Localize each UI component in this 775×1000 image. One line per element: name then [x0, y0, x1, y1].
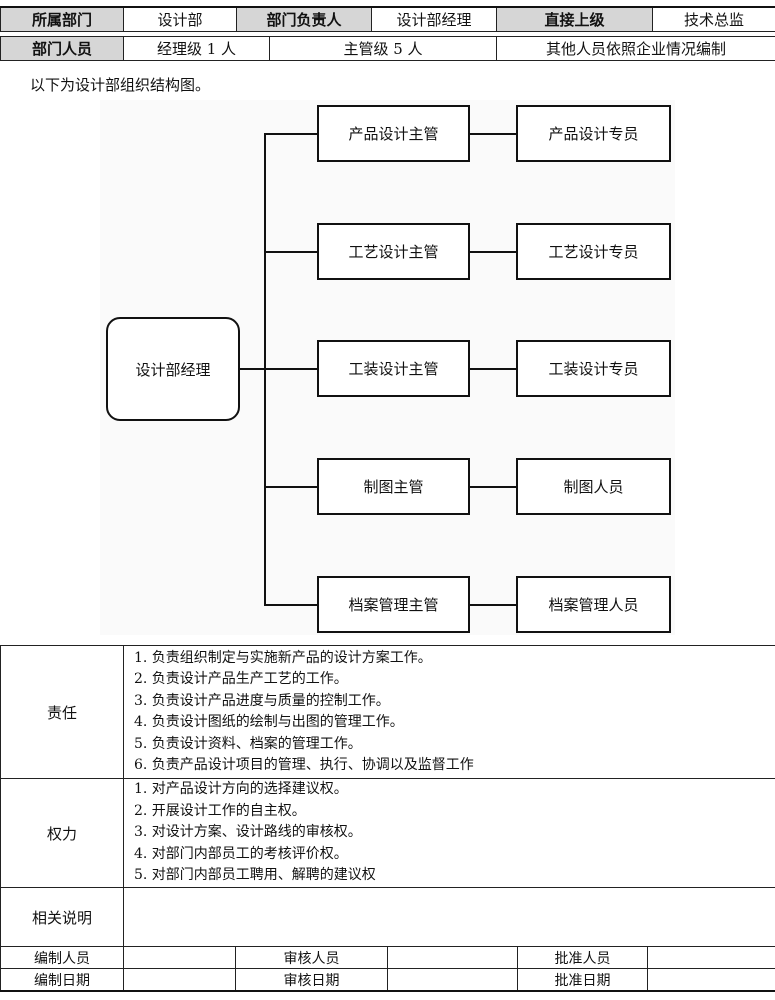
reviewed-by-label: 审核人员	[235, 946, 388, 969]
link-line	[470, 133, 517, 135]
notes-row: 相关说明	[0, 887, 775, 947]
link-line	[470, 486, 517, 488]
authority-label: 权力	[0, 778, 124, 888]
responsibility-item: 5. 负责设计资料、档案的管理工作。	[134, 735, 362, 752]
responsibility-list: 1. 负责组织制定与实施新产品的设计方案工作。 2. 负责设计产品生产工艺的工作…	[122, 645, 775, 779]
header-table: 所属部门 设计部 部门负责人 设计部经理 直接上级 技术总监	[0, 6, 775, 32]
org-root-box: 设计部经理	[106, 317, 240, 421]
staff-box: 工装设计专员	[516, 340, 671, 397]
link-line	[470, 604, 517, 606]
staff-other: 其他人员依照企业情况编制	[496, 36, 775, 61]
org-root-label: 设计部经理	[135, 360, 211, 379]
responsibility-row: 责任 1. 负责组织制定与实施新产品的设计方案工作。 2. 负责设计产品生产工艺…	[0, 645, 775, 779]
notes-label: 相关说明	[0, 887, 124, 947]
header-row-1: 所属部门 设计部 部门负责人 设计部经理 直接上级 技术总监	[0, 6, 775, 32]
branch-line	[264, 368, 318, 370]
root-connector	[240, 368, 265, 370]
supervisor-box: 工装设计主管	[317, 340, 470, 397]
approved-date-value	[646, 968, 775, 992]
approved-by-label: 批准人员	[517, 946, 648, 969]
staff-label: 产品设计专员	[548, 125, 639, 143]
reviewed-date-value	[387, 968, 518, 992]
staff-box: 制图人员	[516, 458, 671, 515]
responsibility-item: 6. 负责产品设计项目的管理、执行、协调以及监督工作	[134, 757, 474, 773]
sign-row-1: 编制人员 审核人员 批准人员	[0, 946, 775, 969]
staff-label: 制图人员	[563, 478, 624, 496]
authority-item: 4. 对部门内部员工的考核评价权。	[134, 845, 348, 862]
supervisor-box: 制图主管	[317, 458, 470, 515]
prepared-by-label: 编制人员	[0, 946, 124, 969]
supervisor-label: 制图主管	[363, 478, 424, 496]
authority-item: 2. 开展设计工作的自主权。	[134, 802, 306, 819]
superior-value: 技术总监	[652, 6, 775, 32]
link-line	[470, 368, 517, 370]
reviewed-date-label: 审核日期	[235, 968, 388, 992]
authority-item: 3. 对设计方案、设计路线的审核权。	[134, 824, 362, 841]
staff-box: 档案管理人员	[516, 576, 671, 633]
duties-table: 责任 1. 负责组织制定与实施新产品的设计方案工作。 2. 负责设计产品生产工艺…	[0, 645, 775, 992]
branch-line	[264, 251, 318, 253]
prepared-by-value	[123, 946, 236, 969]
prepared-date-value	[123, 968, 236, 992]
responsibility-item: 1. 负责组织制定与实施新产品的设计方案工作。	[134, 649, 432, 666]
supervisor-box: 工艺设计主管	[317, 223, 470, 280]
branch-line	[264, 604, 318, 606]
authority-item: 5. 对部门内部员工聘用、解聘的建议权	[134, 867, 376, 884]
superior-label: 直接上级	[496, 6, 653, 32]
staff-box: 工艺设计专员	[516, 223, 671, 280]
responsibility-item: 2. 负责设计产品生产工艺的工作。	[134, 671, 348, 687]
authority-list: 1. 对产品设计方向的选择建议权。 2. 开展设计工作的自主权。 3. 对设计方…	[122, 778, 775, 888]
dept-label: 所属部门	[0, 6, 124, 32]
reviewed-by-value	[387, 946, 518, 969]
org-chart: 设计部经理 产品设计主管 产品设计专员 工艺设计主管 工艺设计专员 工装设计主管…	[100, 100, 675, 635]
header-row-2: 部门人员 经理级 1 人 主管级 5 人 其他人员依照企业情况编制	[0, 36, 775, 61]
responsibility-item: 4. 负责设计图纸的绘制与出图的管理工作。	[134, 714, 404, 730]
supervisor-box: 档案管理主管	[317, 576, 470, 633]
branch-line	[264, 133, 318, 135]
approved-by-value	[646, 946, 775, 969]
staff-label: 工艺设计专员	[548, 243, 639, 261]
authority-row: 权力 1. 对产品设计方向的选择建议权。 2. 开展设计工作的自主权。 3. 对…	[0, 778, 775, 888]
staff-label: 档案管理人员	[548, 596, 639, 614]
head-value: 设计部经理	[371, 6, 497, 32]
sign-row-2: 编制日期 审核日期 批准日期	[0, 968, 775, 992]
responsibility-label: 责任	[0, 645, 124, 779]
branch-line	[264, 486, 318, 488]
dept-value: 设计部	[123, 6, 237, 32]
staff-box: 产品设计专员	[516, 105, 671, 162]
staff-label: 部门人员	[0, 36, 124, 61]
intro-text: 以下为设计部组织结构图。	[30, 76, 211, 94]
supervisor-label: 产品设计主管	[348, 125, 439, 143]
head-label: 部门负责人	[236, 6, 372, 32]
supervisor-label: 工装设计主管	[348, 360, 439, 378]
authority-item: 1. 对产品设计方向的选择建议权。	[134, 781, 348, 798]
prepared-date-label: 编制日期	[0, 968, 124, 992]
link-line	[470, 251, 517, 253]
staff-table: 部门人员 经理级 1 人 主管级 5 人 其他人员依照企业情况编制	[0, 36, 775, 61]
supervisor-label: 工艺设计主管	[348, 243, 439, 261]
approved-date-label: 批准日期	[517, 968, 648, 992]
supervisor-box: 产品设计主管	[317, 105, 470, 162]
staff-supervisor: 主管级 5 人	[269, 36, 497, 61]
supervisor-label: 档案管理主管	[348, 596, 439, 614]
staff-label: 工装设计专员	[548, 360, 639, 378]
staff-manager: 经理级 1 人	[123, 36, 270, 61]
notes-value	[122, 887, 775, 947]
responsibility-item: 3. 负责设计产品进度与质量的控制工作。	[134, 692, 390, 709]
